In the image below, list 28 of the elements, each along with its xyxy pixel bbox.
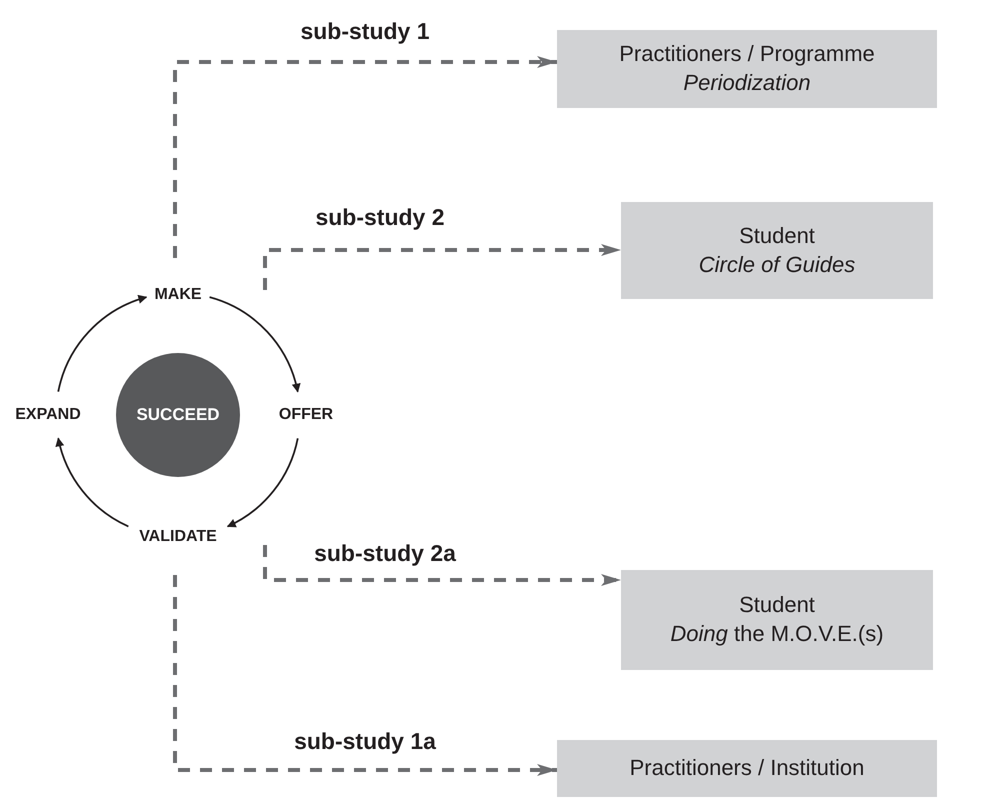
dashed-arrow [173,56,557,258]
cycle-arrow [209,296,300,393]
edge-label: sub-study 1 [300,18,430,45]
box-text: Practitioners / Institution [630,754,864,782]
cycle-arrow [56,437,129,528]
box-text: Student [739,222,815,250]
dashed-arrow [173,575,557,776]
cycle-stage-label: MAKE [148,284,208,306]
study-box [557,30,937,108]
edge-label: sub-study 1a [294,728,436,755]
box-text: Circle of Guides [698,250,856,278]
cycle-stage-label: OFFER [272,404,340,426]
box-text: Periodization [683,69,811,97]
study-box [621,202,933,299]
box-text: Doing the M.O.V.E.(s) [670,620,884,648]
cycle-stage-label: EXPAND [4,404,92,426]
dashed-arrow [263,244,621,290]
box-text: Practitioners / Programme [619,40,875,68]
box-text: Student [739,591,815,620]
study-box [621,570,933,670]
cycle-stage-label: VALIDATE [128,526,228,548]
cycle-arrow [57,295,148,392]
cycle-arrow [226,438,299,528]
study-box [557,740,937,797]
edge-label: sub-study 2a [314,540,456,567]
edge-label: sub-study 2 [315,204,445,231]
dashed-arrow [263,545,621,586]
circle-text: SUCCEED [136,405,220,425]
